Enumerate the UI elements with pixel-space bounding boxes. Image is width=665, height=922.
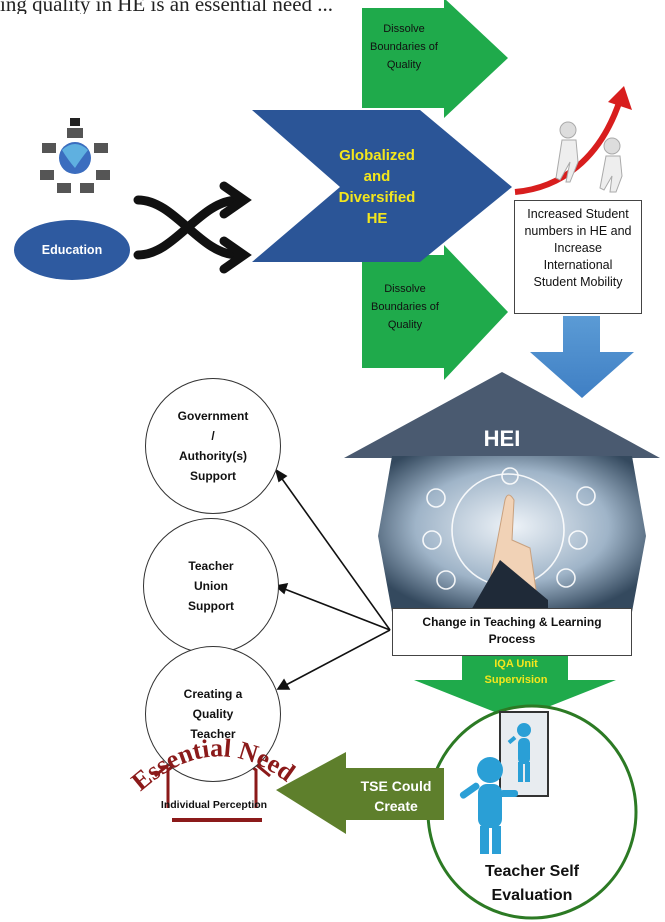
student-box-line: Student Mobility bbox=[533, 275, 623, 289]
circle-line: Government bbox=[177, 409, 249, 423]
iqa-arrow bbox=[414, 654, 616, 720]
student-box-line: International bbox=[543, 258, 613, 272]
student-box-line: Increase bbox=[554, 241, 602, 255]
tse-label-line: TSE Could bbox=[360, 778, 432, 794]
circle-mask bbox=[140, 730, 290, 738]
iqa-label-line: Supervision bbox=[484, 674, 548, 686]
teacher-union-circle: Teacher Union Support bbox=[143, 518, 279, 654]
iqa-label: IQA Unit Supervision bbox=[470, 656, 562, 688]
quality-teacher-circle: Creating a Quality Teacher bbox=[145, 646, 281, 782]
circle-line: Teacher bbox=[190, 727, 236, 741]
top-arrow-line: Quality bbox=[386, 59, 422, 71]
computer-network-icon bbox=[40, 118, 110, 193]
top-arrow-text: Dissolve Boundaries of Quality bbox=[364, 20, 444, 74]
circle-line: Quality bbox=[192, 707, 234, 721]
bottom-arrow-line: Quality bbox=[387, 319, 423, 331]
center-chevron bbox=[252, 110, 512, 262]
tse-label-line: Create bbox=[374, 798, 418, 814]
bottom-green-arrow bbox=[362, 245, 508, 380]
center-label: Globalized and Diversified HE bbox=[330, 145, 424, 229]
change-box-line: Change in Teaching & Learning bbox=[422, 615, 602, 629]
student-numbers-box: Increased Student numbers in HE and Incr… bbox=[514, 200, 642, 314]
center-label-line: HE bbox=[366, 210, 388, 227]
circle-line: / bbox=[211, 429, 215, 443]
circle-line: Support bbox=[188, 599, 234, 613]
circle-line: Teacher bbox=[188, 559, 234, 573]
header-text: ing quality in HE is an essential need .… bbox=[0, 0, 334, 14]
change-box-line: Process bbox=[488, 632, 536, 646]
teacher-figure-icon bbox=[459, 757, 518, 854]
student-box-line: numbers in HE and bbox=[524, 224, 632, 238]
mirror-figure-icon bbox=[507, 723, 531, 782]
circle-line: Creating a bbox=[183, 687, 243, 701]
circle-line: Support bbox=[190, 469, 236, 483]
center-label-line: Globalized bbox=[339, 147, 415, 164]
teacher-eval-line: Evaluation bbox=[491, 887, 573, 904]
hei-roof bbox=[344, 372, 660, 458]
government-support-circle: Government / Authority(s) Support bbox=[145, 378, 281, 514]
iqa-label-line: IQA Unit bbox=[494, 658, 538, 670]
teacher-eval-line: Teacher Self bbox=[485, 863, 579, 880]
education-label: Education bbox=[41, 243, 103, 257]
technology-hand-icon bbox=[422, 467, 596, 590]
bottom-arrow-line: Dissolve bbox=[384, 283, 426, 295]
change-process-box: Change in Teaching & Learning Process bbox=[392, 608, 632, 656]
growth-figures-icon bbox=[514, 86, 632, 195]
tse-arrow bbox=[276, 752, 444, 834]
teacher-eval-label: Teacher Self Evaluation bbox=[462, 860, 602, 908]
top-arrow-line: Dissolve bbox=[383, 23, 425, 35]
hei-label: HEI bbox=[483, 426, 521, 451]
bottom-arrow-text: Dissolve Boundaries of Quality bbox=[362, 280, 448, 334]
center-label-line: Diversified bbox=[338, 189, 416, 206]
student-box-line: Increased Student bbox=[527, 207, 629, 221]
bottom-arrow-line: Boundaries of bbox=[371, 301, 439, 313]
top-arrow-line: Boundaries of bbox=[370, 41, 438, 53]
center-label-line: and bbox=[363, 168, 391, 185]
shuffle-icon bbox=[133, 181, 252, 274]
circle-line: Union bbox=[194, 579, 228, 593]
top-green-arrow bbox=[362, 0, 508, 118]
house-base bbox=[172, 818, 262, 822]
connector-arrows bbox=[274, 468, 391, 690]
circle-line: Authority(s) bbox=[179, 449, 247, 463]
education-oval bbox=[14, 220, 130, 280]
individual-perception-label: Individual Perception bbox=[160, 799, 268, 811]
down-arrow bbox=[530, 316, 634, 398]
tse-label: TSE Could Create bbox=[348, 776, 444, 816]
